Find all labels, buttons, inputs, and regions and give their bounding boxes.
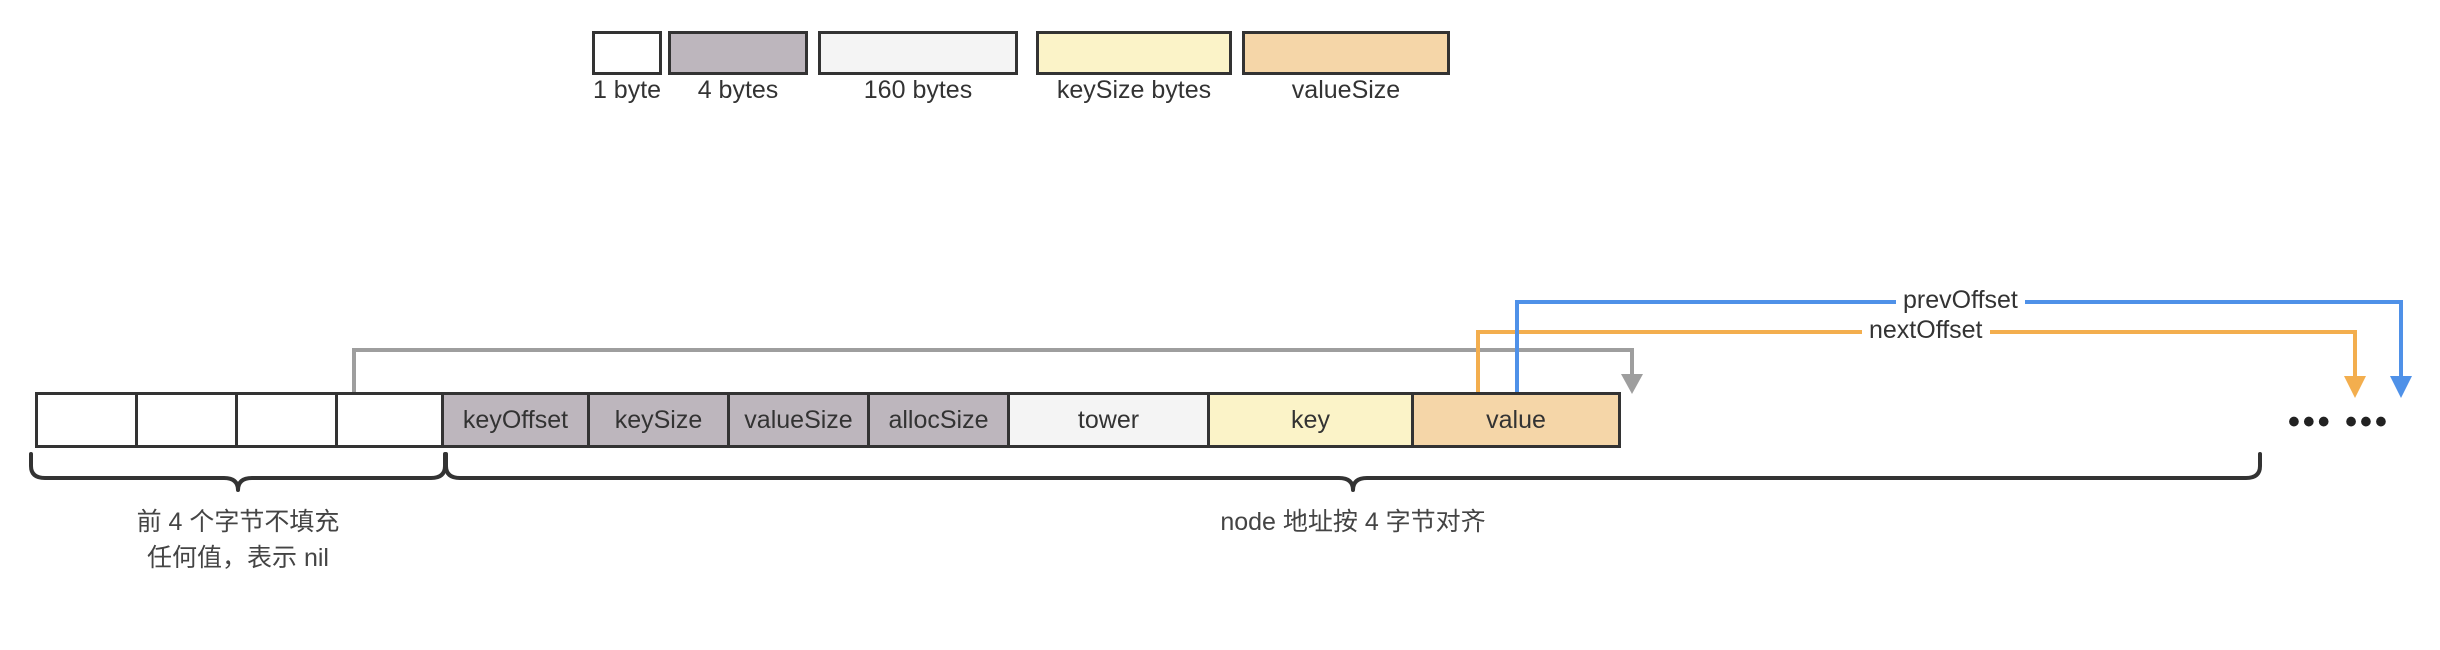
prevoffset-arrowhead-icon — [2390, 376, 2412, 398]
field-key: key — [1210, 395, 1414, 445]
legend-swatch-4 — [1242, 31, 1450, 75]
node-brace — [444, 452, 2262, 492]
legend-swatch-1 — [668, 31, 808, 75]
left-caption-line1: 前 4 个字节不填充 — [136, 508, 340, 536]
prevoffset-connector-vertical-start — [1515, 300, 1519, 394]
nextoffset-label: nextOffset — [1862, 318, 1990, 343]
keyoffset-connector-vertical-end — [1630, 348, 1634, 376]
nextoffset-connector-vertical-start — [1476, 330, 1480, 394]
prevoffset-connector-vertical-end — [2399, 300, 2403, 378]
legend-label-2: 160 bytes — [863, 76, 973, 104]
pad-byte-4 — [338, 395, 444, 445]
keyoffset-connector-vertical-start — [352, 348, 356, 394]
field-value: value — [1414, 395, 1618, 445]
pad-byte-1 — [38, 395, 138, 445]
left-caption: 前 4 个字节不填充 任何值，表示 nil — [28, 504, 448, 577]
legend-swatch-0 — [592, 31, 662, 75]
field-valuesize: valueSize — [730, 395, 870, 445]
field-keyoffset: keyOffset — [444, 395, 590, 445]
pad-byte-2 — [138, 395, 238, 445]
prevoffset-label: prevOffset — [1896, 288, 2025, 313]
pad-byte-3 — [238, 395, 338, 445]
node-caption-line1: node 地址按 4 字节对齐 — [1220, 508, 1486, 536]
legend-swatch-2 — [818, 31, 1018, 75]
field-keysize: keySize — [590, 395, 730, 445]
legend-label-0: 1 byte — [592, 76, 662, 104]
field-allocsize: allocSize — [870, 395, 1010, 445]
trailing-dots: ••• ••• — [2288, 403, 2390, 441]
node-caption: node 地址按 4 字节对齐 — [443, 504, 2263, 540]
nextoffset-connector-vertical-end — [2353, 330, 2357, 378]
legend-label-1: 4 bytes — [697, 76, 779, 104]
legend-label-4: valueSize — [1291, 76, 1401, 104]
left-caption-line2: 任何值，表示 nil — [147, 544, 329, 573]
left-brace — [29, 452, 447, 492]
field-tower: tower — [1010, 395, 1210, 445]
nextoffset-arrowhead-icon — [2344, 376, 2366, 398]
legend-label-3: keySize bytes — [1056, 76, 1212, 104]
keyoffset-connector-horizontal — [352, 348, 1634, 352]
keyoffset-arrowhead-icon — [1621, 374, 1643, 394]
legend-swatch-3 — [1036, 31, 1232, 75]
